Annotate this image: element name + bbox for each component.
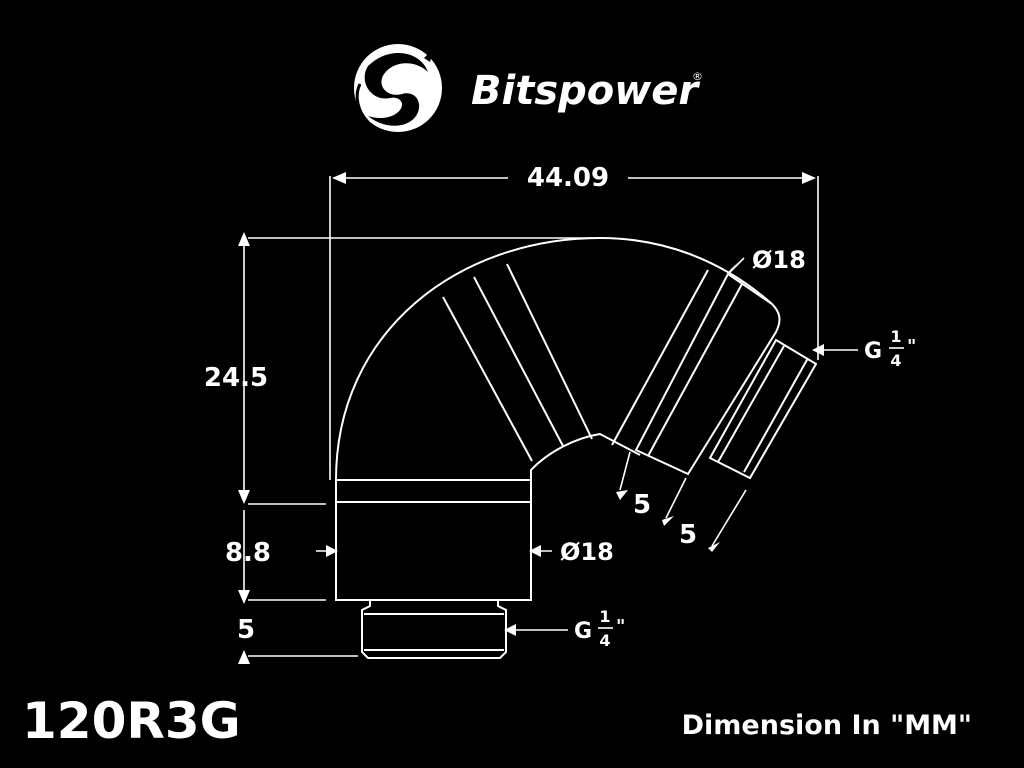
thread-label-upper: G 1 4 " bbox=[864, 327, 916, 370]
lower-thread bbox=[361, 600, 507, 659]
thread-suffix: " bbox=[616, 616, 625, 637]
unit-note: Dimension In "MM" bbox=[682, 710, 972, 741]
upper-collar bbox=[634, 272, 781, 476]
thread-suffix: " bbox=[907, 336, 916, 357]
thread-numerator: 1 bbox=[890, 327, 901, 346]
thread-denominator: 4 bbox=[599, 631, 610, 650]
dimension-upper-height: 24.5 bbox=[204, 363, 268, 393]
dimension-thread-offset-a: 5 bbox=[633, 490, 651, 520]
dimension-thread-length: 5 bbox=[237, 615, 255, 645]
dimension-thread-offset-b: 5 bbox=[679, 520, 697, 550]
thread-prefix: G bbox=[864, 339, 882, 364]
dimension-diameter-top: Ø18 bbox=[752, 246, 806, 274]
lower-body bbox=[335, 479, 532, 601]
upper-thread-edge bbox=[717, 345, 785, 463]
model-number: 120R3G bbox=[22, 692, 241, 750]
dimension-base-height: 8.8 bbox=[225, 538, 271, 568]
brand-logo: Bitspower ® bbox=[354, 44, 703, 132]
upper-thread bbox=[708, 338, 818, 480]
rotary-ring-line bbox=[611, 269, 709, 446]
rotary-ring-line bbox=[473, 276, 564, 447]
elbow-inner-edge bbox=[530, 432, 641, 480]
thread-numerator: 1 bbox=[599, 607, 610, 626]
elbow-outer-arc bbox=[335, 236, 773, 481]
fitting-outline bbox=[335, 236, 818, 659]
thread-denominator: 4 bbox=[890, 351, 901, 370]
upper-thread-edge bbox=[743, 357, 809, 473]
upper-collar-edge bbox=[647, 283, 743, 457]
brand-name: Bitspower bbox=[471, 68, 700, 114]
rotary-ring-line bbox=[506, 263, 593, 440]
thread-prefix: G bbox=[574, 619, 592, 644]
dimension-overall-width: 44.09 bbox=[527, 163, 609, 193]
dimension-lines bbox=[238, 172, 858, 664]
rotary-ring-line bbox=[442, 296, 533, 462]
registered-mark: ® bbox=[692, 70, 703, 83]
dragon-emblem-icon bbox=[354, 44, 442, 132]
thread-label-lower: G 1 4 " bbox=[574, 607, 625, 650]
dimension-diameter-bottom: Ø18 bbox=[560, 538, 614, 566]
